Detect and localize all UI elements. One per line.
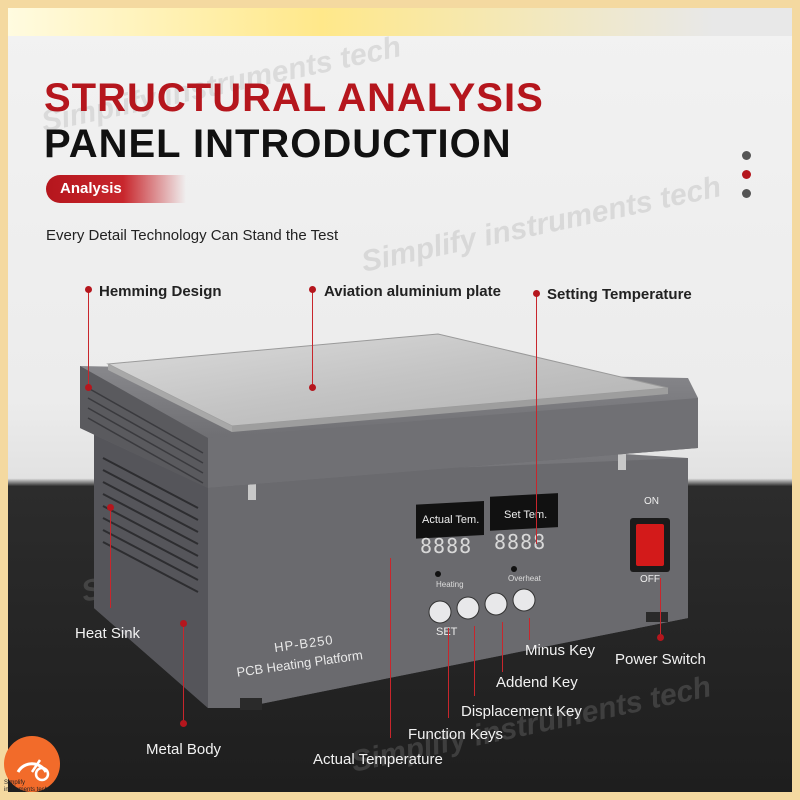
gauge-gear-icon [4, 736, 60, 792]
actual-temp-leader [390, 558, 391, 738]
metal-body-leader [183, 624, 184, 724]
power-switch-label: Power Switch [615, 651, 706, 668]
product-canvas: Simplify instruments tech Simplify instr… [8, 8, 792, 792]
power-switch-dot [657, 634, 664, 641]
aviation-aluminium-label: Aviation aluminium plate [324, 283, 501, 300]
aluminium-dot-top [309, 286, 316, 293]
title-line-2: PANEL INTRODUCTION [44, 122, 512, 166]
aluminium-leader [312, 290, 313, 388]
minus-leader [529, 618, 530, 640]
addend-key-label: Addend Key [496, 674, 578, 691]
displacement-key-label: Displacement Key [461, 703, 582, 720]
metal-body-dot-top [180, 620, 187, 627]
function-keys-leader [448, 628, 449, 718]
heating-platform-illustration [80, 333, 698, 710]
switch-off-label: OFF [640, 574, 660, 585]
actual-temperature-label: Actual Temperature [313, 751, 443, 768]
displacement-leader [474, 626, 475, 696]
pager-dot-3 [742, 189, 751, 198]
logo-text: Simplify instruments tech [4, 780, 48, 794]
logo-line-1: Simplify [4, 780, 26, 786]
set-key-label: SET [436, 626, 458, 638]
actual-temp-display: 8888 [420, 534, 473, 558]
heat-sink-leader [110, 508, 111, 608]
subtitle: Every Detail Technology Can Stand the Te… [46, 227, 339, 244]
setting-temp-leader [536, 294, 537, 544]
actual-temp-label: Actual Tem. [422, 514, 480, 526]
set-temp-display: 8888 [494, 530, 547, 554]
setting-temperature-label: Setting Temperature [547, 286, 692, 303]
overheat-label: Overheat [508, 574, 541, 583]
metal-body-dot-bottom [180, 720, 187, 727]
pager-dot-1 [742, 151, 751, 160]
power-switch-leader [660, 578, 661, 638]
metal-body-label: Metal Body [146, 741, 222, 758]
brand-logo: Simplify instruments tech [0, 736, 76, 800]
switch-on-label: ON [644, 496, 659, 507]
top-decoration [8, 8, 792, 36]
title-line-1: STRUCTURAL ANALYSIS [44, 76, 544, 120]
hemming-dot-bottom [85, 384, 92, 391]
hemming-leader [88, 290, 89, 388]
heating-label: Heating [436, 580, 464, 589]
pager-dot-2 [742, 170, 751, 179]
logo-line-2: instruments tech [4, 787, 49, 793]
set-temp-label: Set Tem. [504, 509, 548, 521]
minus-key-label: Minus Key [525, 642, 596, 659]
aluminium-dot-bottom [309, 384, 316, 391]
hemming-design-label: Hemming Design [99, 283, 222, 300]
setting-temp-dot [533, 290, 540, 297]
function-keys-label: Function Keys [408, 726, 504, 743]
heat-sink-dot [107, 504, 114, 511]
heat-sink-label: Heat Sink [75, 625, 141, 642]
hemming-dot-top [85, 286, 92, 293]
addend-leader [502, 622, 503, 672]
analysis-tag: Analysis [46, 175, 186, 203]
